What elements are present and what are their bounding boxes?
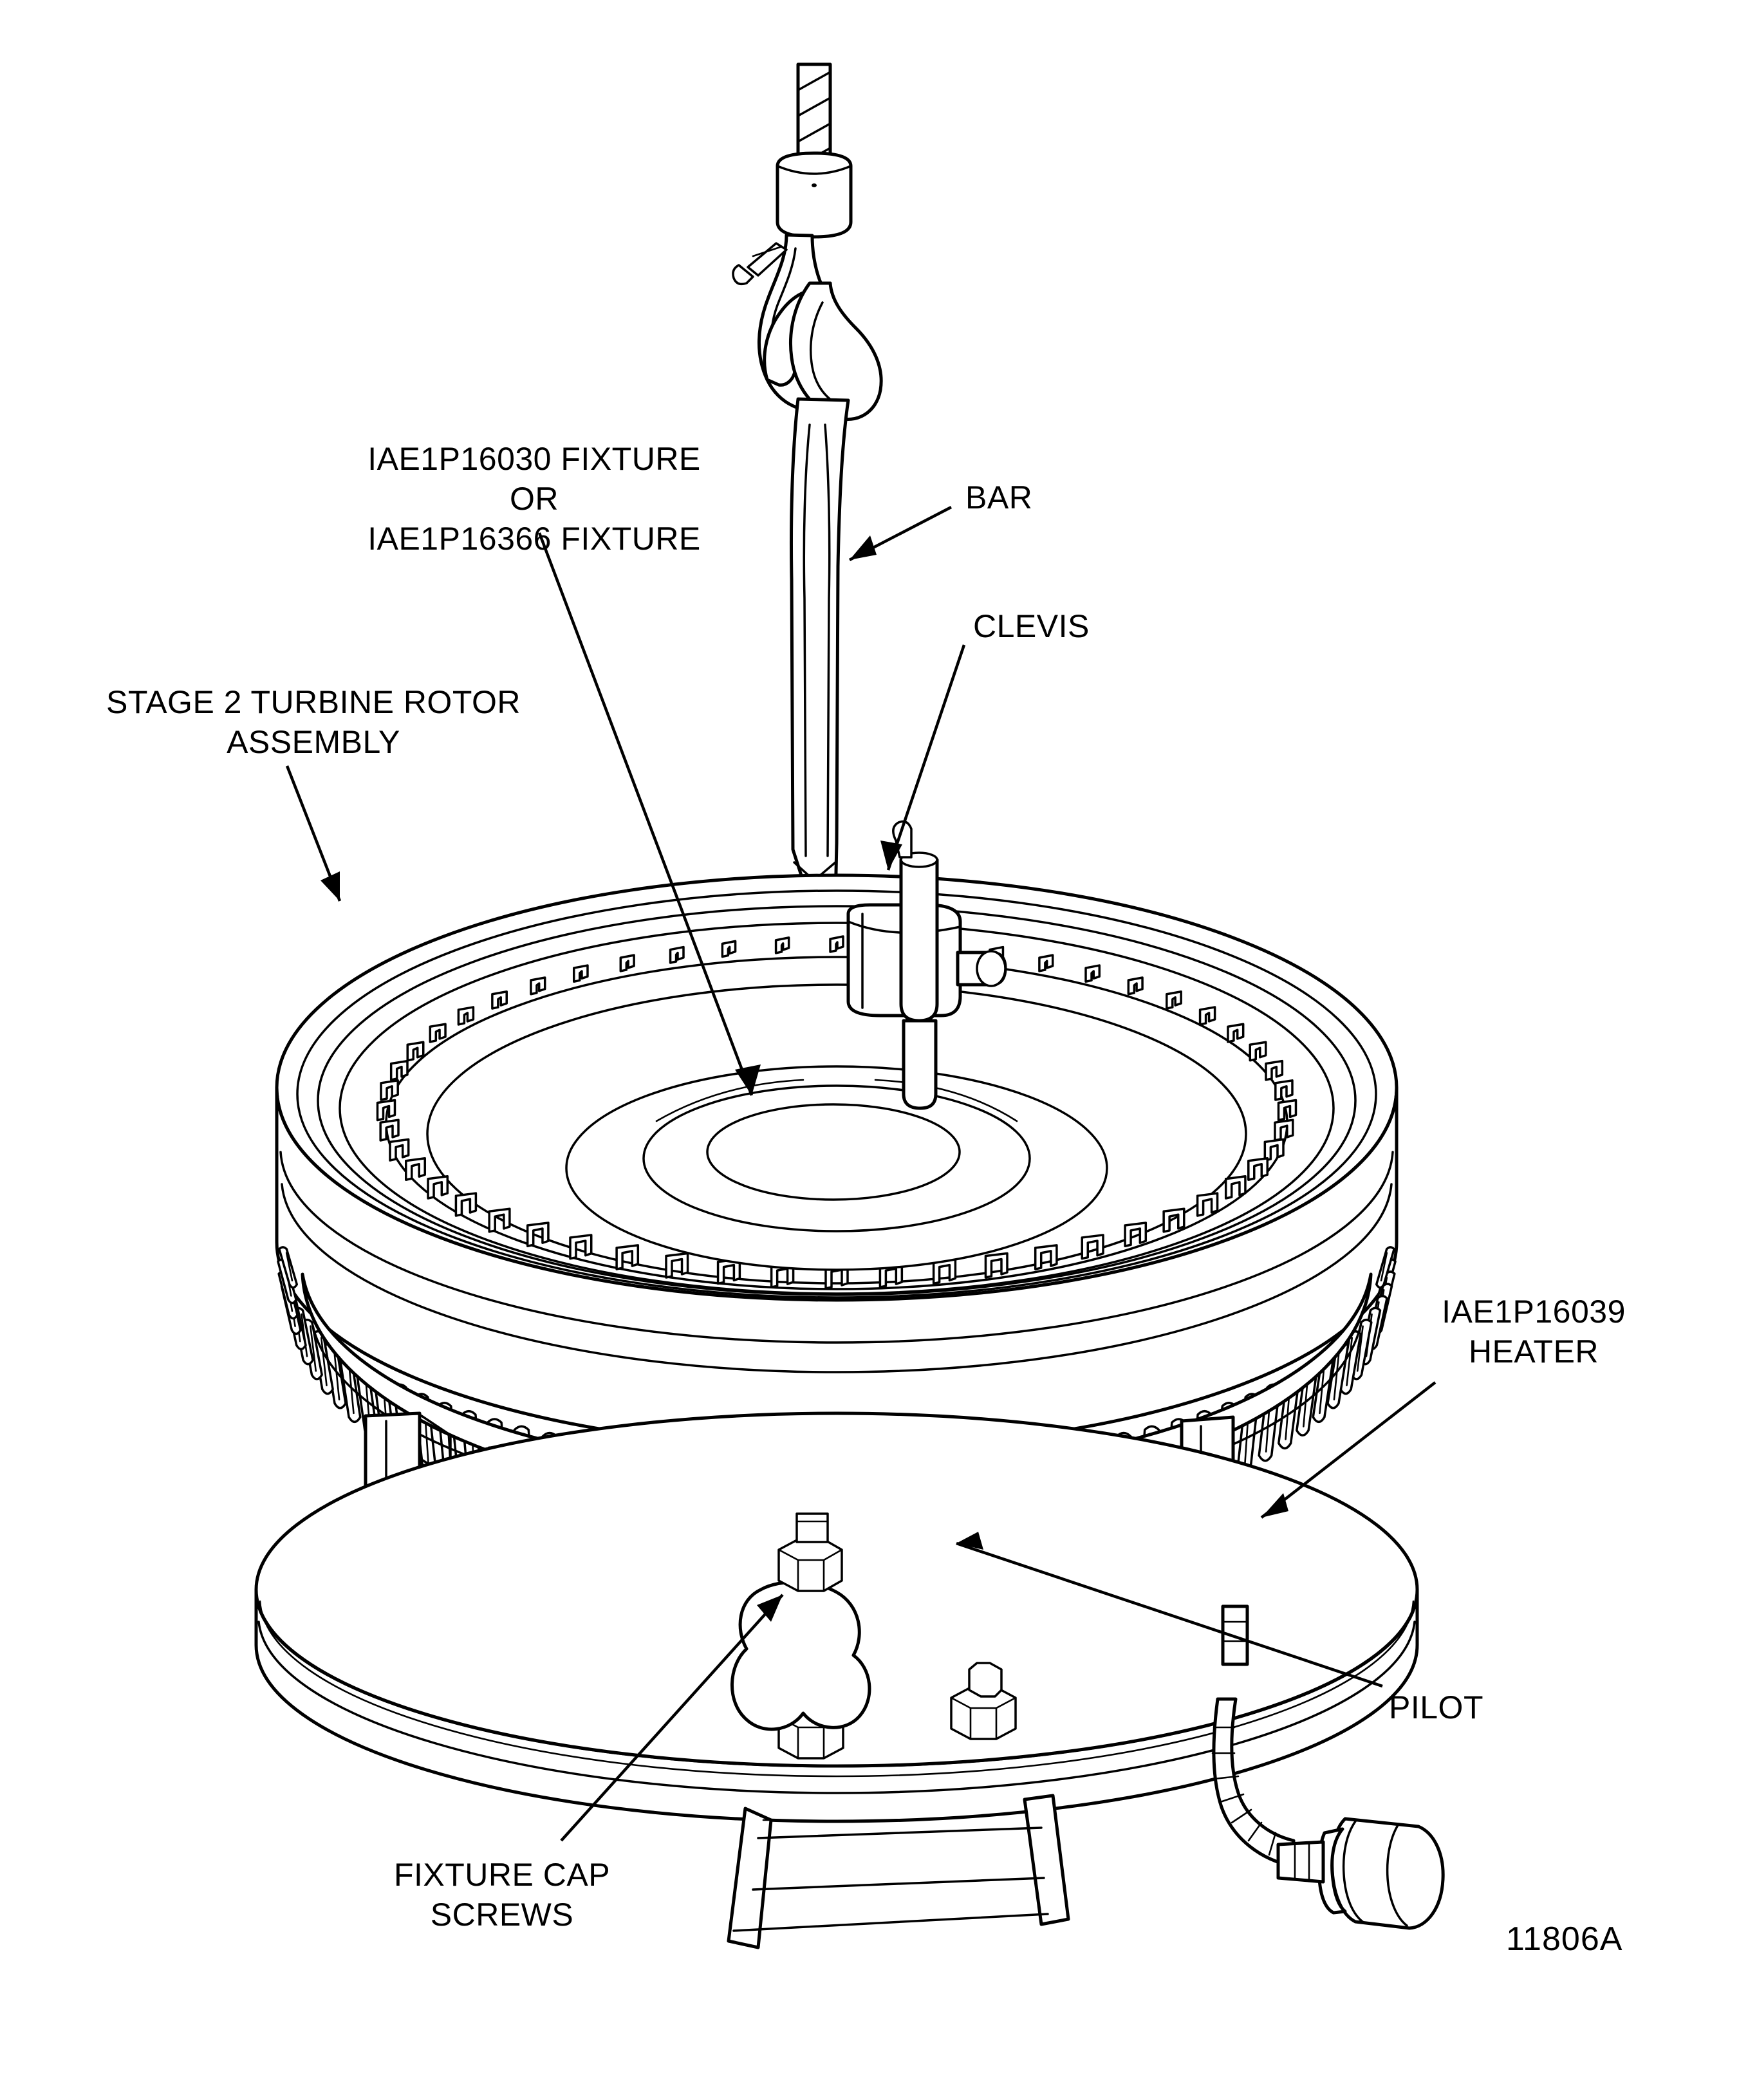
- seal-ring-tab: [665, 1252, 689, 1279]
- clevis-callout: CLEVIS: [973, 608, 1090, 644]
- seal-ring-tab: [404, 1157, 426, 1181]
- heater-base-plate: [254, 1411, 1419, 1823]
- turbine-blade: [1375, 1246, 1395, 1289]
- pilot-callout: PILOT: [1389, 1689, 1483, 1725]
- seal-ring-tab: [1265, 1059, 1284, 1081]
- lower-frame-box: [727, 1794, 1070, 1949]
- seal-ring-tab: [376, 1099, 396, 1122]
- swivel-collar: [776, 151, 853, 239]
- seal-ring-tab: [984, 1252, 1009, 1279]
- seal-ring-tab: [526, 1222, 550, 1247]
- seal-ring-tab: [380, 1079, 399, 1101]
- lifting-bar: [788, 281, 883, 903]
- bar-callout-line: BAR: [965, 479, 1032, 516]
- seal-ring-tab: [389, 1059, 409, 1081]
- seal-ring-tab: [1166, 990, 1182, 1010]
- seal-ring-tab: [488, 1207, 511, 1233]
- seal-ring-tab: [829, 935, 844, 953]
- seal-ring-tab: [1127, 976, 1144, 996]
- seal-ring-tab: [1124, 1222, 1148, 1247]
- seal-ring-tab: [1084, 964, 1101, 983]
- seal-ring-tab: [454, 1192, 478, 1217]
- pilot-callout-line: PILOT: [1389, 1689, 1483, 1725]
- stage-2-turbine-rotor-callout-line: STAGE 2 TURBINE ROTOR: [106, 684, 521, 720]
- heater-power-plug: [1276, 1817, 1445, 1930]
- seal-ring-tab: [379, 1119, 400, 1142]
- bar-callout: BAR: [965, 479, 1032, 516]
- seal-ring-tab: [569, 1234, 593, 1260]
- heater-power-cord: [1211, 1604, 1296, 1868]
- seal-ring-tab: [1198, 1006, 1216, 1026]
- leader-lines: [285, 506, 1436, 1842]
- seal-ring-tab: [427, 1175, 449, 1200]
- seal-ring-tab: [1277, 1099, 1297, 1122]
- clevis: [846, 820, 1007, 1110]
- figure-number: 11806A: [1506, 1920, 1622, 1958]
- fixture-callout: IAE1P16030 FIXTURE OR IAE1P16366 FIXTURE: [367, 441, 701, 557]
- seal-ring-tab: [721, 940, 737, 958]
- stage-2-turbine-rotor-callout-line: ASSEMBLY: [227, 724, 400, 760]
- seal-ring-tab: [619, 954, 635, 972]
- seal-ring-tab: [932, 1258, 957, 1285]
- seal-ring-tab: [1034, 1244, 1058, 1270]
- seal-ring-tab: [572, 964, 589, 983]
- seal-ring-tab: [1227, 1023, 1245, 1043]
- seal-ring-tab: [1038, 954, 1054, 972]
- fixture-cap-screws-callout-line: SCREWS: [431, 1897, 573, 1933]
- seal-ring-tab: [1162, 1207, 1185, 1233]
- fixture-callout-line: IAE1P16366 FIXTURE: [367, 521, 701, 557]
- clevis-callout-line: CLEVIS: [973, 608, 1090, 644]
- fixture-cap-screws-callout-line: FIXTURE CAP: [394, 1857, 610, 1893]
- heater-callout-line: IAE1P16039: [1442, 1294, 1626, 1330]
- seal-ring-tab: [669, 945, 685, 964]
- heater-callout-line: HEATER: [1469, 1333, 1599, 1370]
- seal-ring-tab: [1247, 1157, 1269, 1181]
- seal-ring-tab: [1196, 1192, 1219, 1217]
- seal-ring-tab: [457, 1006, 475, 1026]
- seal-ring-tab: [406, 1041, 425, 1062]
- center-fixture-hub: [565, 1065, 1108, 1271]
- stage-2-turbine-rotor-callout: STAGE 2 TURBINE ROTOR ASSEMBLY: [106, 684, 521, 760]
- fixture-cap-screws-callout: FIXTURE CAP SCREWS: [394, 1857, 610, 1933]
- seal-ring-tab: [615, 1244, 640, 1270]
- seal-ring-tab: [1224, 1175, 1247, 1200]
- seal-ring-tab: [429, 1023, 447, 1043]
- seal-ring-tab: [530, 976, 546, 996]
- seal-ring-tab: [389, 1138, 410, 1162]
- seal-ring-tab: [1274, 1079, 1294, 1101]
- seal-ring-tab: [1249, 1041, 1267, 1062]
- hex-bolt: [950, 1662, 1017, 1740]
- callout-labels: IAE1P16030 FIXTURE OR IAE1P16366 FIXTURE BA…: [106, 441, 1626, 1933]
- fixture-cap-screw: [730, 1512, 871, 1731]
- seal-ring-tab: [716, 1258, 741, 1285]
- fixture-callout-line: OR: [510, 481, 559, 517]
- fixture-callout-line: IAE1P16030 FIXTURE: [367, 441, 701, 477]
- seal-ring-tab: [774, 936, 790, 954]
- seal-ring-tab: [491, 990, 508, 1010]
- heater-assembly: [254, 1411, 1445, 1949]
- seal-ring-tab: [1081, 1234, 1104, 1260]
- turbine-blade: [278, 1246, 299, 1289]
